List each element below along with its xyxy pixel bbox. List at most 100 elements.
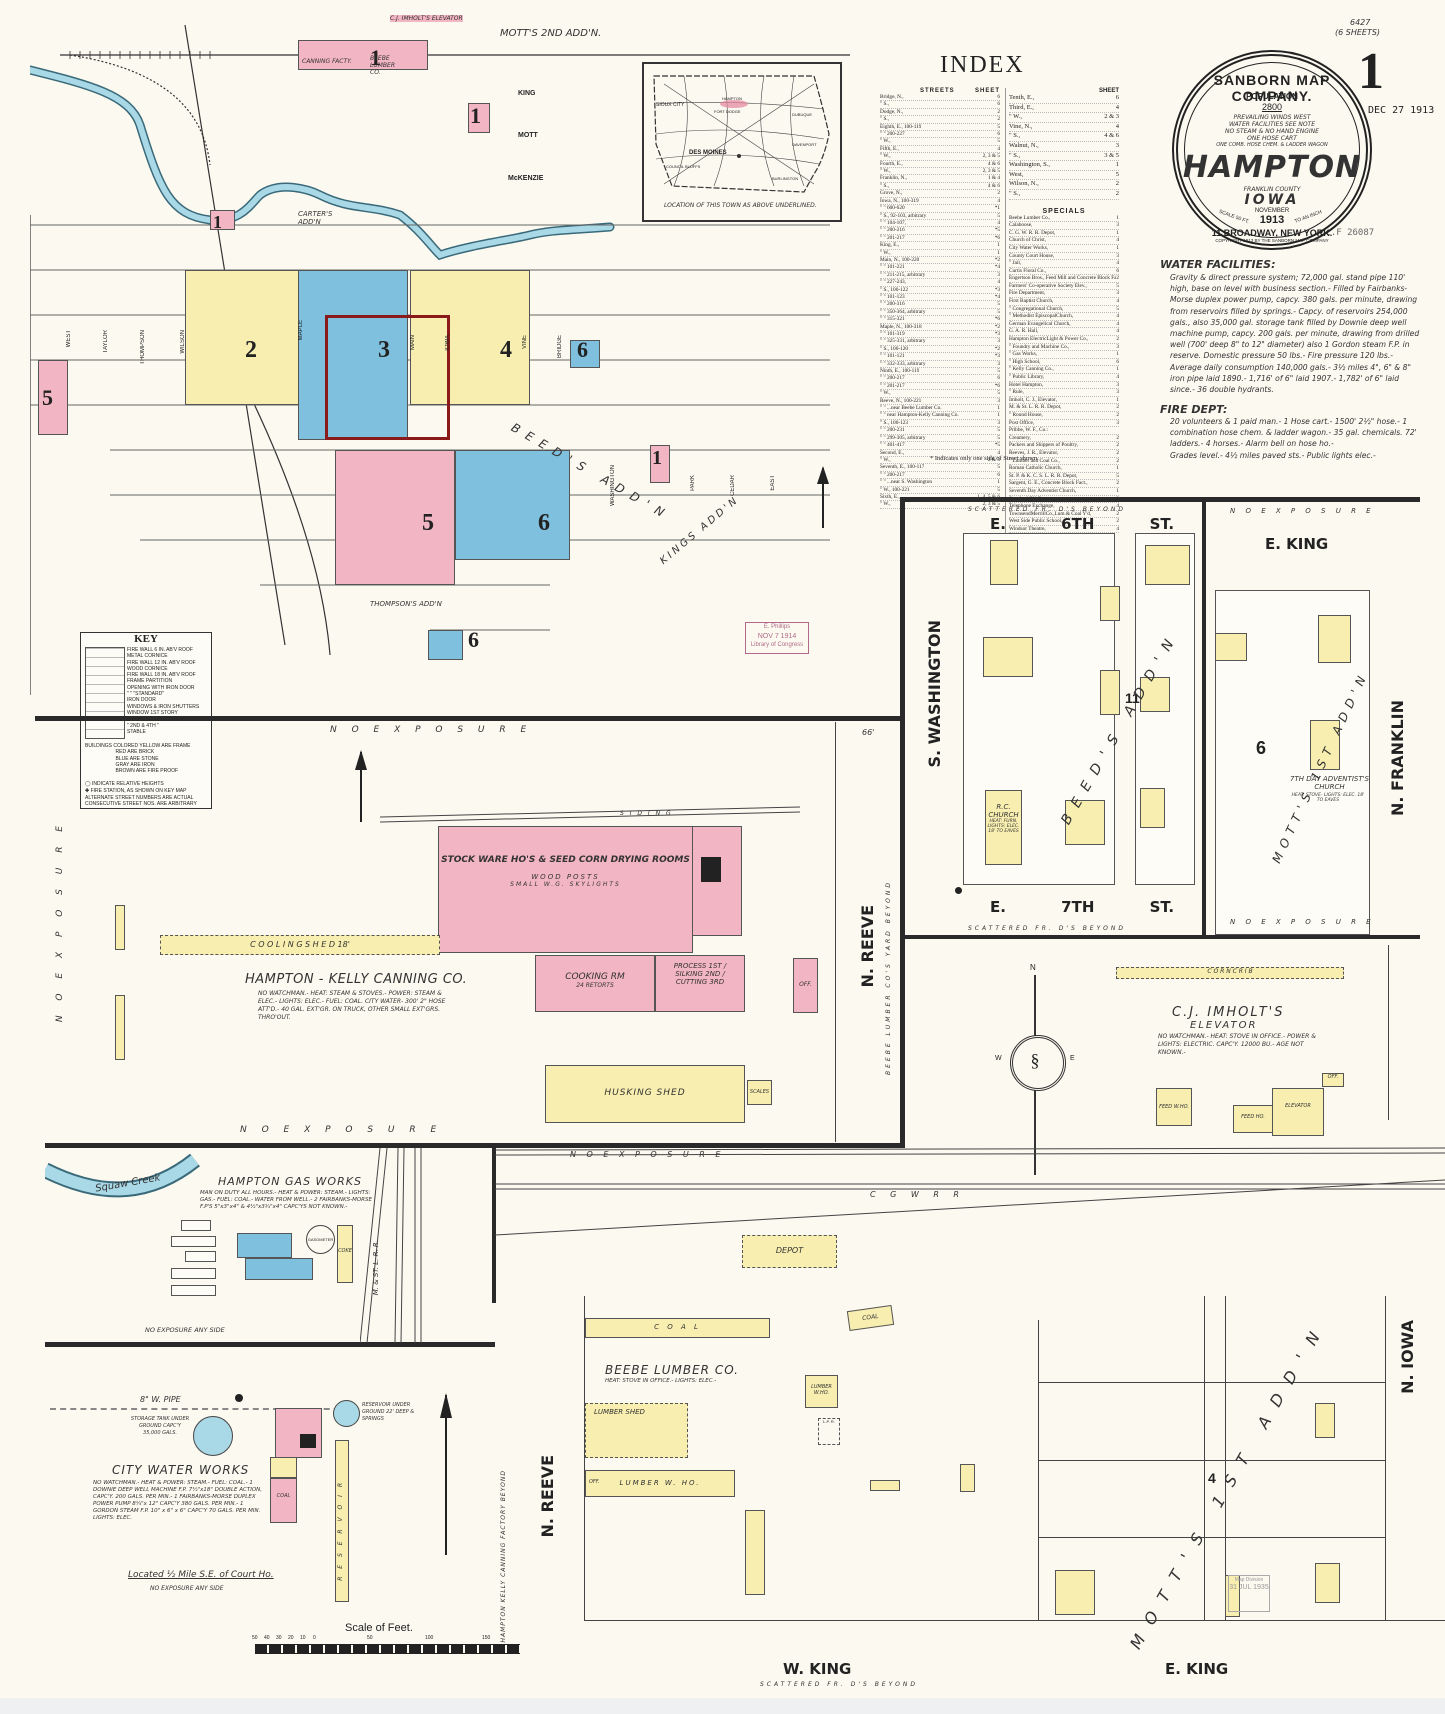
- index-row: " " 201-217*6: [880, 235, 1000, 243]
- index-row-sheet: 4: [997, 279, 1000, 286]
- index-row-name: " W.,: [880, 456, 891, 463]
- coal-shed-long-label: C O A L: [654, 1323, 701, 1331]
- index-row-sheet: 4: [997, 449, 1000, 456]
- lot-line: [1038, 1320, 1039, 1620]
- index-row-name: " " 600-620: [880, 205, 905, 212]
- lot-line: [1038, 1537, 1385, 1538]
- index-row-name: " Public Library,: [1009, 374, 1045, 380]
- index-row-name: " " 325-331, arbitrary: [880, 338, 926, 345]
- index-row-sheet: 6: [1116, 267, 1119, 274]
- small-shed-1: [115, 905, 125, 950]
- dwelling: [1315, 1563, 1340, 1603]
- block-number-4: 4: [1208, 1470, 1216, 1486]
- key-title: KEY: [134, 633, 158, 645]
- seal-population-label: POPULATION: [1246, 92, 1298, 101]
- scale-tick: 20: [288, 1635, 294, 1641]
- index-row-sheet: 2 & 3: [1104, 113, 1119, 121]
- index-row-sheet: *3: [994, 353, 1000, 360]
- index-row-sheet: 3: [1116, 389, 1119, 396]
- index-row-name: " S.,: [1009, 151, 1021, 159]
- gas-tank: [171, 1236, 216, 1247]
- street-e-king-bottom: E. KING: [1165, 1660, 1229, 1678]
- coal-shed-small-label: COAL: [861, 1312, 880, 1323]
- coal-shed: COAL: [270, 1478, 297, 1523]
- inset-caption: LOCATION OF THIS TOWN AS ABOVE UNDERLINE…: [664, 202, 817, 209]
- index-footnote: * Indicates only one side of Street show…: [930, 455, 1039, 462]
- key-item: WINDOWS & IRON SHUTTERS: [127, 703, 200, 710]
- dwelling: [1140, 788, 1165, 828]
- label-west: WEST: [66, 330, 72, 348]
- retorts-label: 24 RETORTS: [576, 982, 614, 989]
- sheet-number-5: 5: [42, 385, 53, 410]
- index-row-name: " S., 100-123: [880, 419, 909, 426]
- index-row: Walnut, N.,3: [1009, 142, 1119, 152]
- depot-label: DEPOT: [775, 1246, 804, 1255]
- index-row-sheet: 2, 3 & 5: [982, 501, 1000, 508]
- key-fire-station: ✚ FIRE STATION, AS SHOWN ON KEY MAP: [85, 788, 186, 794]
- index-row-name: Hotel Hampton,: [1009, 381, 1044, 388]
- elevator-title: C.J. IMHOLT'S: [1172, 1005, 1285, 1020]
- index-row-name: Calaboose,: [1009, 222, 1033, 229]
- index-row: Hampton ElectricLight & Power Co.,2: [1009, 336, 1119, 344]
- index-row: " W.,2, 3 & 5: [880, 153, 1000, 161]
- index-row-sheet: 6: [1115, 94, 1119, 101]
- index-row-name: " " 101-319: [880, 331, 905, 337]
- index-row-sheet: *6: [994, 316, 1000, 323]
- index-row-sheet: 3: [997, 271, 1000, 278]
- index-row-name: " " 200-217: [880, 471, 905, 478]
- cooling-shed-label: C O O L I N G S H E D 18': [250, 940, 350, 949]
- index-row-sheet: 2: [1116, 518, 1119, 525]
- index-row-sheet: 1: [1116, 366, 1119, 373]
- street-n-reeve-upper: N. REEVE: [858, 905, 877, 988]
- key-color-row: BLUE ARE STONE: [85, 755, 159, 762]
- stamp-line1: E. Phillips: [763, 624, 791, 630]
- panel-border: [900, 497, 905, 1145]
- street-e-6th: E. 6TH ST.: [990, 515, 1175, 533]
- index-row-name: " " 101-221: [880, 264, 905, 271]
- hydrant-icon: [235, 1394, 243, 1402]
- index-row: Second, E.,4: [880, 450, 1000, 457]
- panel-border: [1202, 497, 1206, 937]
- index-row-sheet: *2: [994, 345, 1000, 352]
- index-row: " W., 2 & 3: [1009, 113, 1119, 123]
- index-row: Hotel Hampton,3: [1009, 382, 1119, 390]
- street-s-washington: S. WASHINGTON: [925, 620, 944, 768]
- index-row: Engertson Bros., Feed Mill and Concrete …: [1009, 275, 1119, 283]
- index-row: Fourth, E.,4 & 6: [880, 160, 1000, 169]
- panel-border: [900, 935, 1420, 939]
- key-item: OPENING WITH IRON DOOR: [127, 684, 195, 691]
- lumber-office-label: OFF.: [589, 1479, 600, 1485]
- map-division-line1: Map Division: [1234, 1577, 1264, 1583]
- index-row: " W.,1: [880, 250, 1000, 257]
- index-row: " W.,2, 3 & 5: [880, 501, 1000, 509]
- fire-district-outline: [325, 315, 450, 440]
- index-row-name: " W.,: [1009, 113, 1022, 121]
- index-row: Pribbe, W. F., Co.:: [1009, 427, 1119, 435]
- lumber-warehouse-long: OFF. LUMBER W. HO.: [585, 1470, 735, 1497]
- index-row-name: " " 211-215, arbitrary: [880, 271, 926, 278]
- index-row-name: " S., 100-120: [880, 345, 909, 352]
- seal-note-5: ONE COMB. HOSE CHEM. & LADDER WAGON: [1216, 142, 1328, 148]
- index-row: " Public Library,4: [1009, 374, 1119, 382]
- rc-church-label: R.C. CHURCH: [988, 803, 1019, 819]
- label-thompson: THOMPSON: [140, 330, 146, 365]
- iowa-outline-svg: [653, 75, 830, 193]
- street-n-reeve-lower: N. REEVE: [538, 1455, 557, 1538]
- water-works-location: Located ½ Mile S.E. of Court Ho.: [128, 1570, 274, 1580]
- stamp-line2: NOV 7 1914: [757, 633, 797, 640]
- index-row-sheet: 4: [997, 197, 1000, 204]
- index-row-name: Fourth, E.,: [880, 160, 903, 167]
- sheet-number-3: 3: [378, 337, 390, 363]
- sheet-number-6: 6: [468, 627, 479, 652]
- index-row: Telephone Exchange,4: [1009, 503, 1119, 511]
- index-row-sheet: 4: [1116, 298, 1119, 305]
- dwelling: [1100, 586, 1120, 621]
- index-row-sheet: 4: [1116, 237, 1119, 244]
- index-row: " S.,4 & 6: [880, 183, 1000, 191]
- elevator-right-line: [1388, 945, 1389, 1120]
- index-row: " S., 100-122*3: [880, 287, 1000, 294]
- index-row-sheet: 5: [1115, 170, 1119, 178]
- index-row-sheet: *1: [994, 205, 1000, 212]
